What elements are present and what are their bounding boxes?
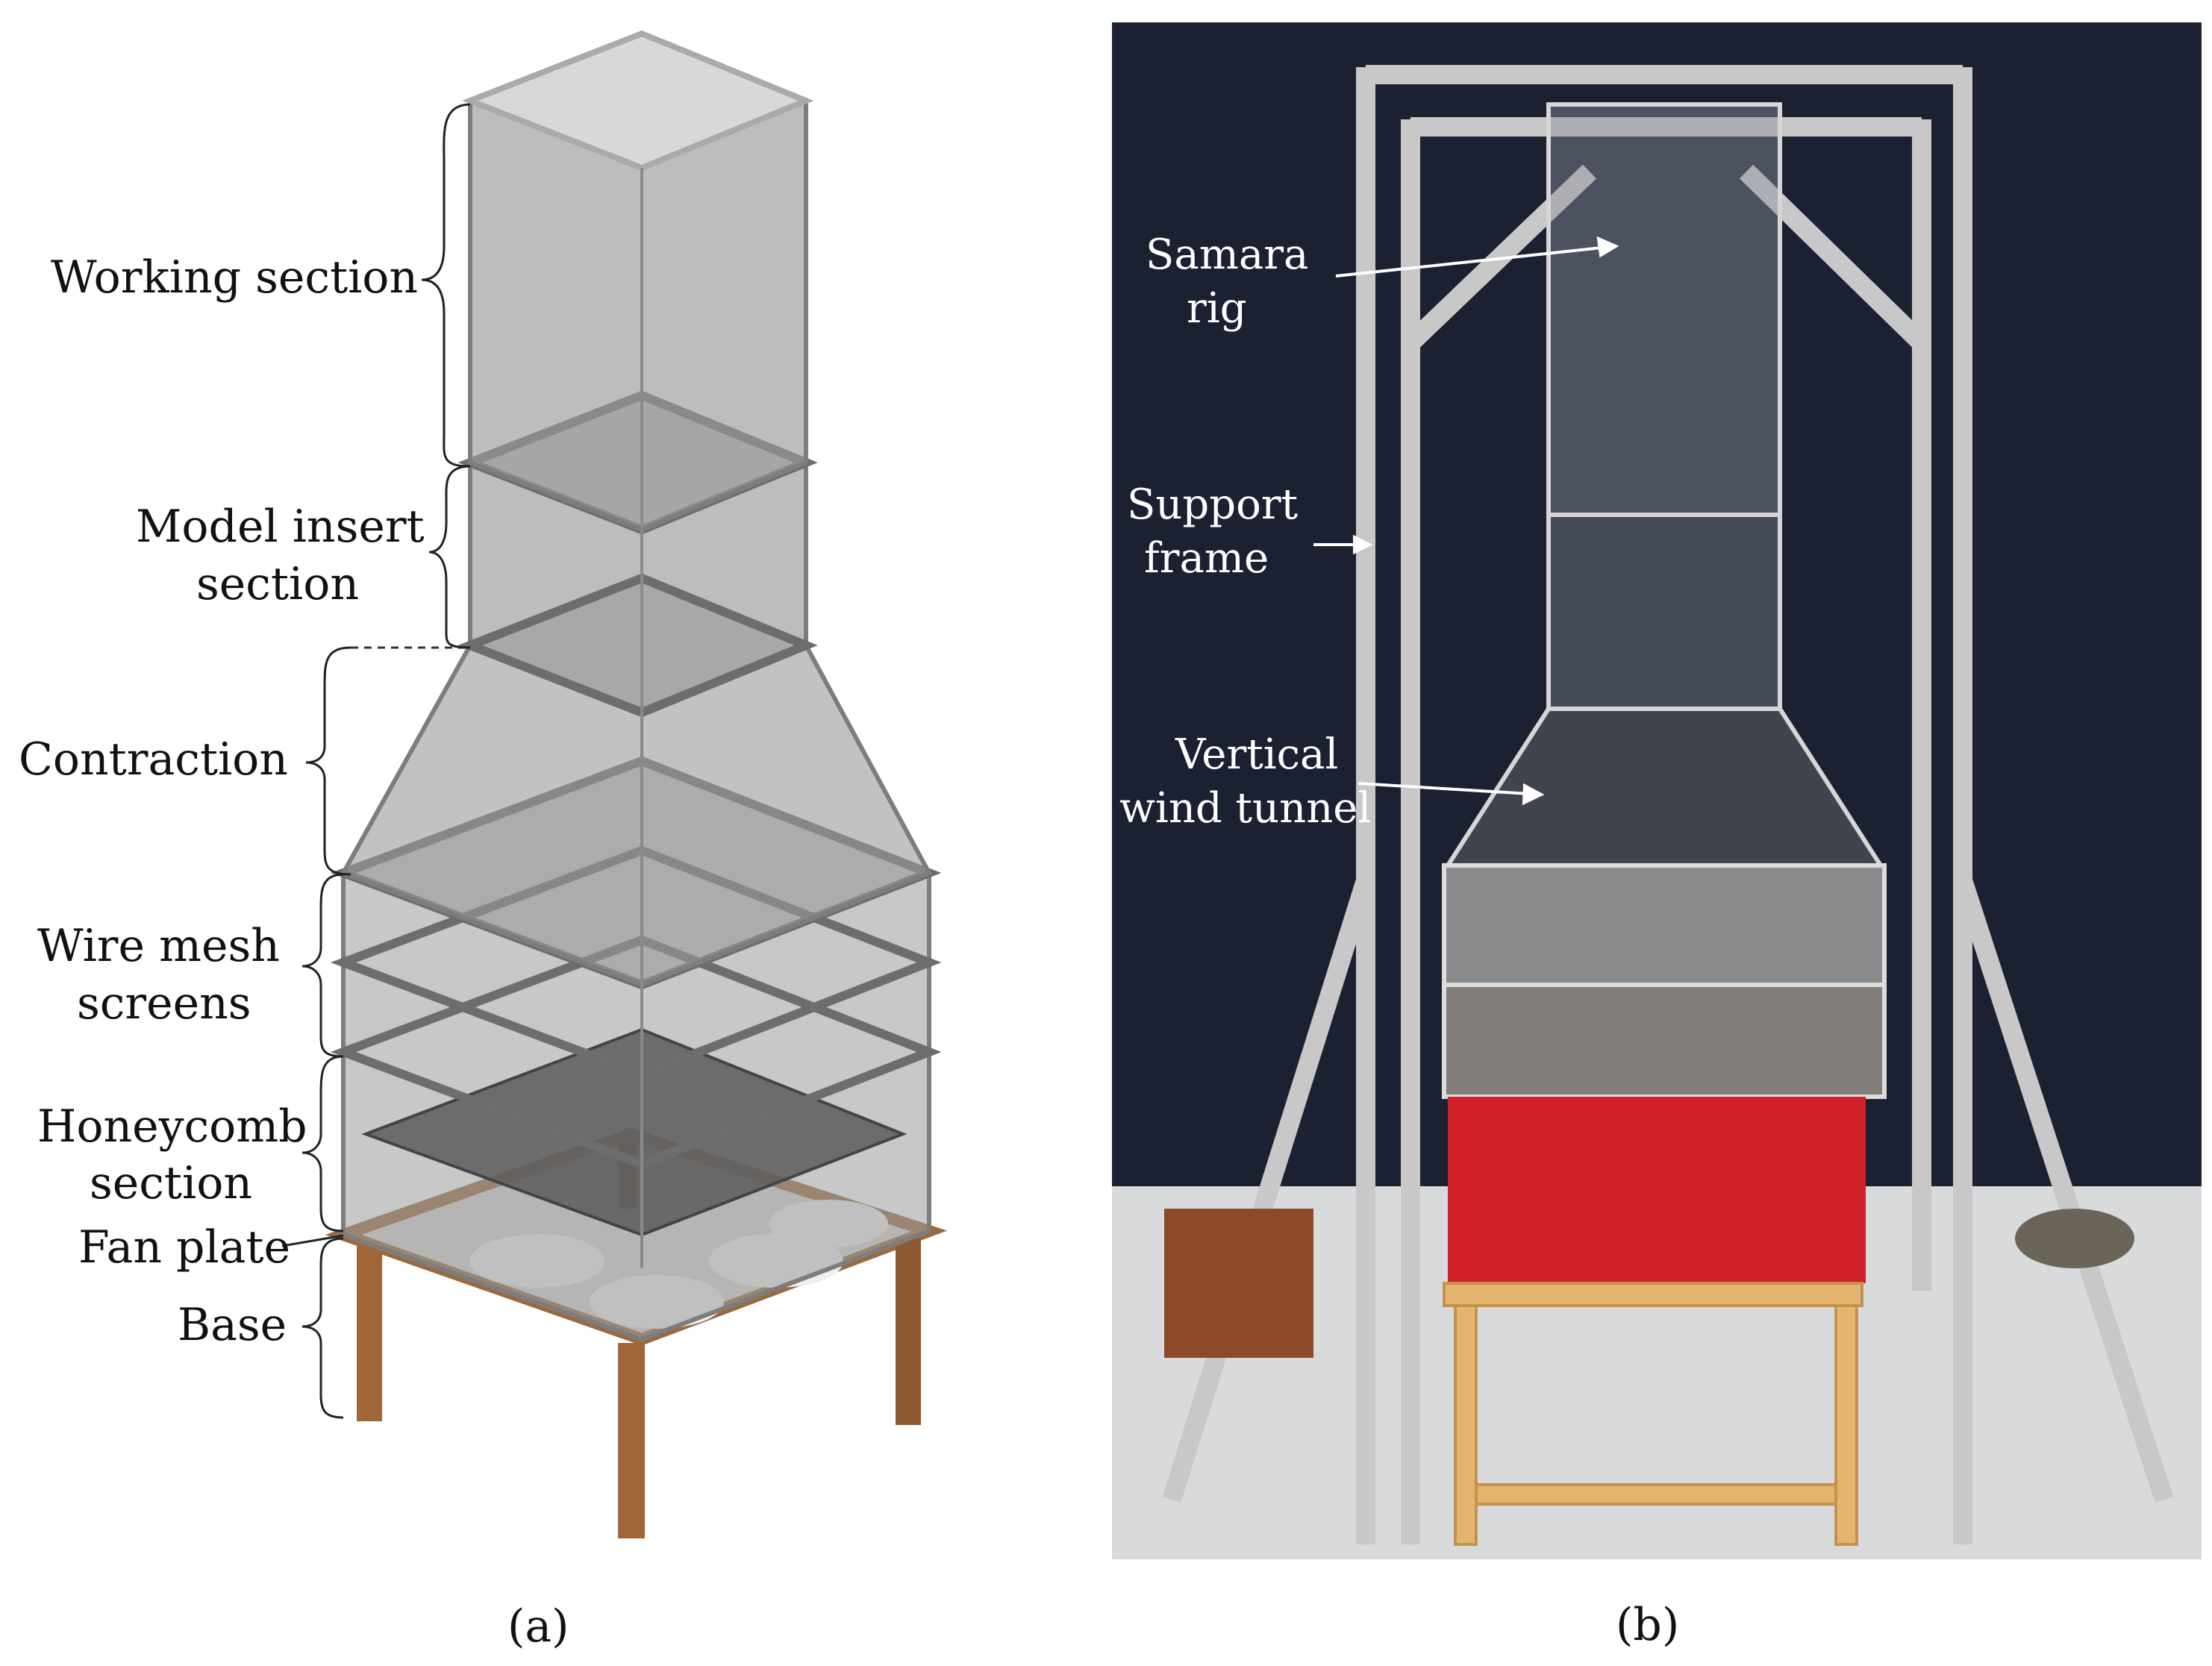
caption-a: (a) — [507, 1600, 569, 1653]
working-section-top — [462, 30, 814, 172]
label-braces — [281, 103, 471, 1419]
label-model-insert-line2: section — [196, 558, 359, 610]
support-frame — [1162, 65, 2174, 1544]
honeycomb-plate — [361, 1027, 907, 1237]
label-samara-line1: Samara — [1146, 231, 1308, 279]
label-model-insert-line1: Model insert — [136, 501, 425, 553]
label-contraction: Contraction — [19, 733, 288, 786]
label-tunnel-line1: Vertical — [1175, 730, 1338, 779]
annotation-arrows — [1313, 236, 1619, 806]
red-fan-box — [1448, 1097, 1866, 1283]
label-samara-line2: rig — [1187, 284, 1247, 333]
caption-b-wrapper: (b) — [1616, 1599, 1679, 1651]
label-support-line2: frame — [1144, 534, 1269, 583]
label-tunnel-line2: wind tunnel — [1119, 784, 1371, 833]
photograph: Samara rig Support frame Vertical wind t… — [1112, 22, 2202, 1559]
wooden-stand — [1443, 1282, 1863, 1546]
label-honeycomb-line1: Honeycomb — [37, 1100, 307, 1153]
label-wire-mesh-line1: Wire mesh — [37, 920, 280, 972]
label-base: Base — [178, 1299, 287, 1351]
label-wire-mesh-line2: screens — [77, 977, 251, 1030]
label-working-section: Working section — [51, 251, 418, 304]
label-honeycomb-line2: section — [90, 1157, 252, 1209]
caption-b-text: (b) — [1616, 1599, 1679, 1651]
left-weight-block — [1164, 1209, 1313, 1358]
label-support-line1: Support — [1127, 480, 1299, 529]
right-weight-stack — [2015, 1209, 2134, 1268]
acrylic-tunnel — [1442, 102, 1887, 1283]
schematic-diagram: Working section Model insert section Con… — [19, 30, 948, 1653]
label-fan-plate: Fan plate — [78, 1221, 290, 1274]
